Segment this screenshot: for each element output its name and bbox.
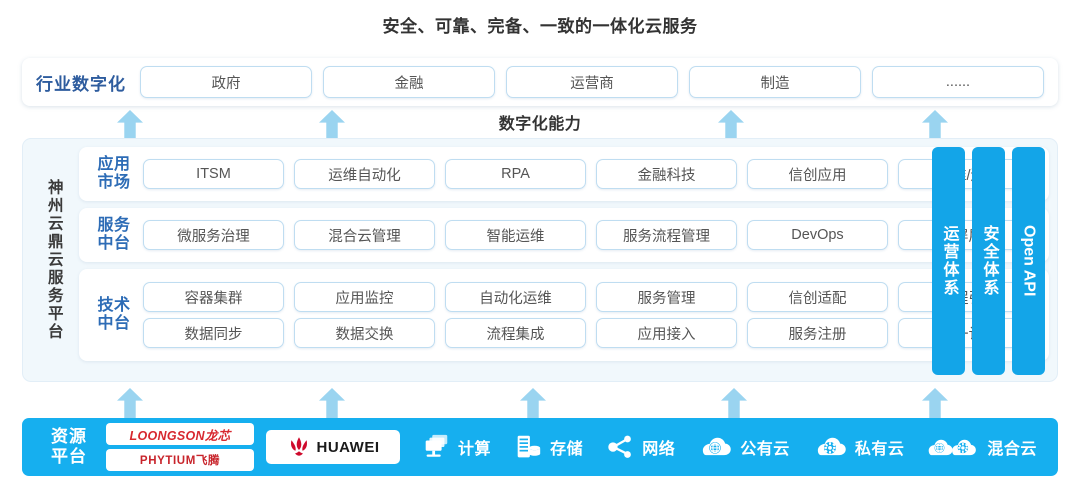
private-cloud-icon (817, 437, 846, 456)
cell-xinchuang-app[interactable]: 信创应用 (747, 159, 888, 189)
cell-container-cluster[interactable]: 容器集群 (143, 282, 284, 312)
cell-intelligent-ops[interactable]: 智能运维 (445, 220, 586, 250)
capability-title: 数字化能力 (498, 116, 582, 133)
resource-item-storage[interactable]: 存储 (513, 432, 583, 462)
resource-item-compute-label: 计算 (458, 441, 492, 458)
resource-item-hybrid-cloud-label: 混合云 (987, 441, 1037, 458)
low-arrow-5 (922, 388, 948, 418)
band-label-application-market: 应用 市场 (97, 156, 131, 191)
low-arrow-3 (520, 388, 546, 418)
chip-logo-stack: LOONGSON龙芯 PHYTIUM飞腾 (106, 423, 254, 471)
storage-icon (517, 435, 541, 458)
band-application-market: 应用 市场 ITSM 运维自动化 RPA 金融科技 信创应用 运维/运营 (79, 147, 1049, 201)
loongson-logo-text: LOONGSON龙芯 (129, 428, 231, 443)
resource-item-compute[interactable]: 计算 (421, 432, 491, 462)
resource-item-storage-label: 存储 (550, 441, 584, 458)
loongson-logo: LOONGSON龙芯 (106, 423, 254, 445)
cell-fintech[interactable]: 金融科技 (596, 159, 737, 189)
phytium-logo-text: PHYTIUM飞腾 (139, 455, 221, 467)
vertical-bar-group: 运营体系 安全体系 Open API (932, 147, 1045, 375)
up-arrow-4 (922, 110, 948, 140)
up-arrow-2 (319, 110, 345, 140)
band-label-technology-middle-platform: 技术 中台 (97, 297, 131, 332)
phytium-logo: PHYTIUM飞腾 (106, 449, 254, 471)
vertical-bar-open-api[interactable]: Open API (1012, 147, 1045, 375)
resource-platform-label: 资源 平台 (51, 426, 87, 466)
cell-hybrid-cloud-mgmt[interactable]: 混合云管理 (294, 220, 435, 250)
compute-icon (425, 434, 448, 457)
industry-item-manufacturing[interactable]: 制造 (689, 66, 861, 98)
resource-item-private-cloud-label: 私有云 (854, 441, 905, 458)
cell-data-sync[interactable]: 数据同步 (143, 318, 284, 348)
industry-item-government[interactable]: 政府 (140, 66, 312, 98)
cloud-service-platform-panel: 神州云鼎云服务平台 应用 市场 ITSM 运维自动化 RPA 金融科技 (22, 138, 1058, 382)
resource-item-hybrid-cloud[interactable]: 混合云 (926, 433, 1037, 461)
resource-item-network-label: 网络 (642, 441, 676, 458)
cell-app-access[interactable]: 应用接入 (596, 318, 737, 348)
vertical-bar-security-system[interactable]: 安全体系 (972, 147, 1005, 375)
industry-item-operator[interactable]: 运营商 (506, 66, 678, 98)
industry-item-more[interactable]: ...... (872, 66, 1044, 98)
industry-items: 政府 金融 运营商 制造 ...... (140, 66, 1058, 98)
up-arrow-3 (718, 110, 744, 140)
cell-rpa[interactable]: RPA (445, 159, 586, 189)
cell-xinchuang-adaptation[interactable]: 信创适配 (747, 282, 888, 312)
huawei-logo: HUAWEI (266, 430, 400, 464)
resource-item-network[interactable]: 网络 (605, 432, 675, 462)
platform-bands: 应用 市场 ITSM 运维自动化 RPA 金融科技 信创应用 运维/运营 (77, 139, 1057, 381)
industry-row: 行业数字化 政府 金融 运营商 制造 ...... (22, 58, 1058, 106)
cell-microservice-governance[interactable]: 微服务治理 (143, 220, 284, 250)
hybrid-cloud-icon (929, 439, 977, 456)
low-arrow-4 (721, 388, 747, 418)
cell-process-integration[interactable]: 流程集成 (445, 318, 586, 348)
industry-row-label: 行业数字化 (36, 74, 126, 94)
cell-devops[interactable]: DevOps (747, 220, 888, 250)
resource-item-public-cloud-label: 公有云 (740, 441, 790, 458)
page-title: 安全、可靠、完备、一致的一体化云服务 (382, 17, 698, 36)
band-technology-middle-platform: 技术 中台 容器集群 应用监控 自动化运维 服务管理 信创适配 流程引擎 (79, 269, 1049, 361)
huawei-logo-text: HUAWEI (316, 438, 380, 456)
cell-automated-ops[interactable]: 自动化运维 (445, 282, 586, 312)
industry-item-finance[interactable]: 金融 (323, 66, 495, 98)
cell-app-monitoring[interactable]: 应用监控 (294, 282, 435, 312)
cell-itsm[interactable]: ITSM (143, 159, 284, 189)
cell-service-process-mgmt[interactable]: 服务流程管理 (596, 220, 737, 250)
resource-item-private-cloud[interactable]: 私有云 (812, 433, 905, 461)
network-icon (608, 435, 632, 458)
up-arrow-1 (117, 110, 143, 140)
public-cloud-icon (703, 437, 732, 456)
platform-vertical-label-text: 神州云鼎云服务平台 (45, 179, 63, 341)
cell-data-exchange[interactable]: 数据交换 (294, 318, 435, 348)
platform-vertical-label: 神州云鼎云服务平台 (31, 139, 77, 381)
huawei-flower-icon (290, 437, 307, 456)
vertical-bar-operation-system[interactable]: 运营体系 (932, 147, 965, 375)
cell-service-mgmt[interactable]: 服务管理 (596, 282, 737, 312)
resource-platform-row: 资源 平台 LOONGSON龙芯 PHYTIUM飞腾 HUAWEI (22, 418, 1058, 476)
resource-item-public-cloud[interactable]: 公有云 (697, 433, 790, 461)
cell-ops-automation[interactable]: 运维自动化 (294, 159, 435, 189)
low-arrow-1 (117, 388, 143, 418)
resource-items: 计算 存储 (406, 432, 1048, 462)
cell-service-registry[interactable]: 服务注册 (747, 318, 888, 348)
band-label-service-middle-platform: 服务 中台 (97, 217, 131, 252)
band-service-middle-platform: 服务 中台 微服务治理 混合云管理 智能运维 服务流程管理 DevOps 大屏展… (79, 208, 1049, 262)
low-arrow-2 (319, 388, 345, 418)
